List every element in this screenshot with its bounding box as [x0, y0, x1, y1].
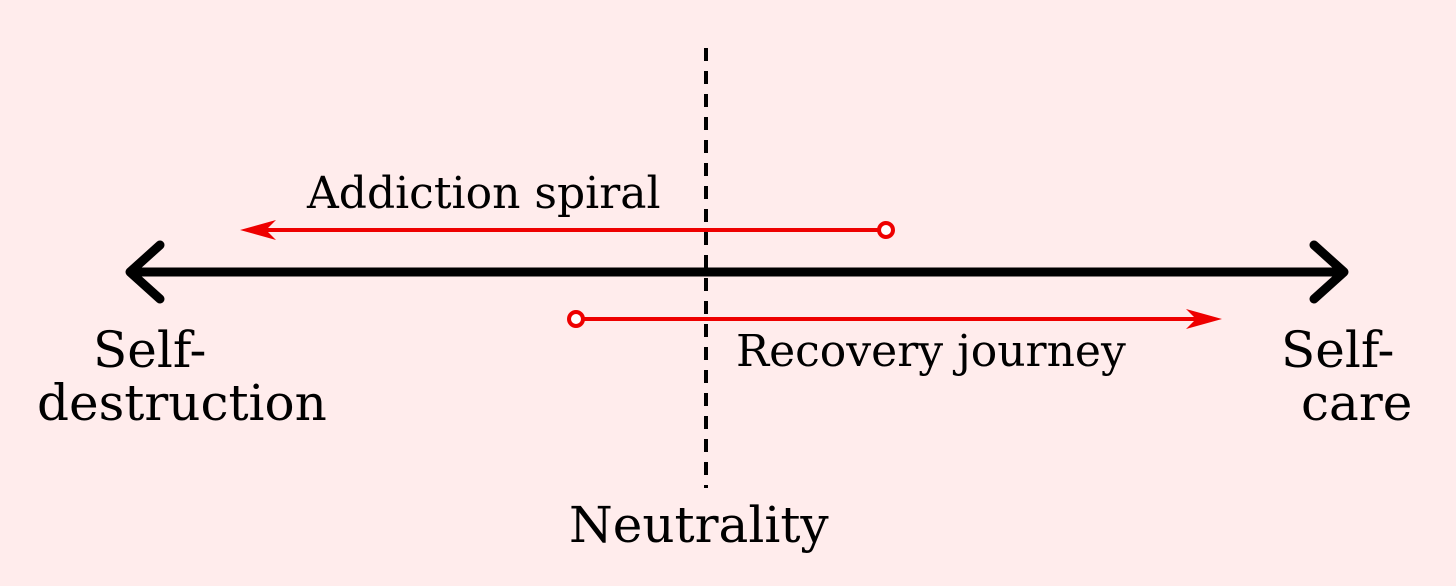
self-destruction-line1: Self-: [93, 321, 207, 379]
axis-right-arrowhead: [1309, 240, 1349, 304]
addiction-spiral-start-marker: [877, 221, 895, 239]
self-care-line2: care: [1301, 374, 1413, 432]
self-care-label: Self- care: [1281, 324, 1431, 430]
axis-left-arrowhead: [125, 240, 165, 304]
addiction-spiral-arrowhead: [240, 220, 276, 240]
self-destruction-line2: destruction: [37, 374, 327, 432]
addiction-spiral-label: Addiction spiral: [307, 168, 661, 219]
recovery-journey-start-marker: [567, 310, 585, 328]
self-care-line1: Self-: [1281, 321, 1395, 379]
self-destruction-label: Self- destruction: [37, 324, 347, 430]
neutrality-label: Neutrality: [569, 496, 829, 554]
recovery-journey-label: Recovery journey: [736, 326, 1126, 377]
recovery-journey-arrowhead: [1186, 309, 1222, 329]
